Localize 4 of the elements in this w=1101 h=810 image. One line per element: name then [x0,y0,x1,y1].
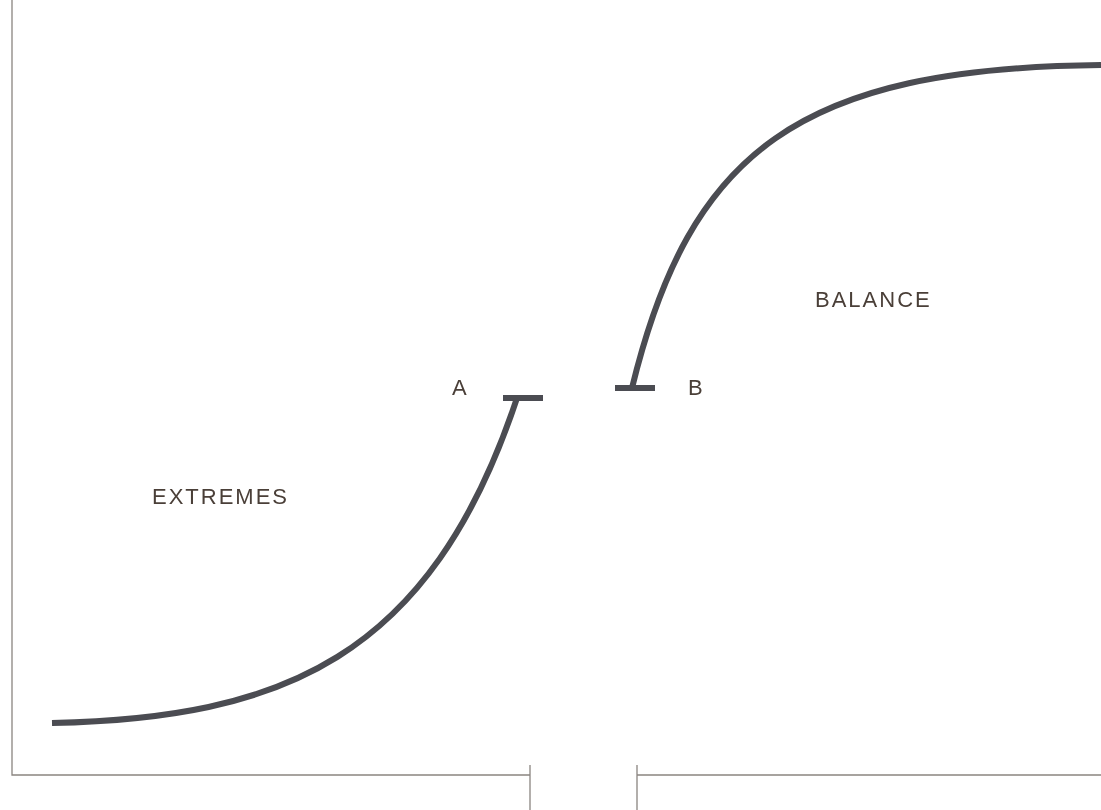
region-label: EXTREMES [152,484,290,510]
point-label: A [452,375,469,401]
region-label: BALANCE [815,287,932,313]
point-label: B [688,375,705,401]
